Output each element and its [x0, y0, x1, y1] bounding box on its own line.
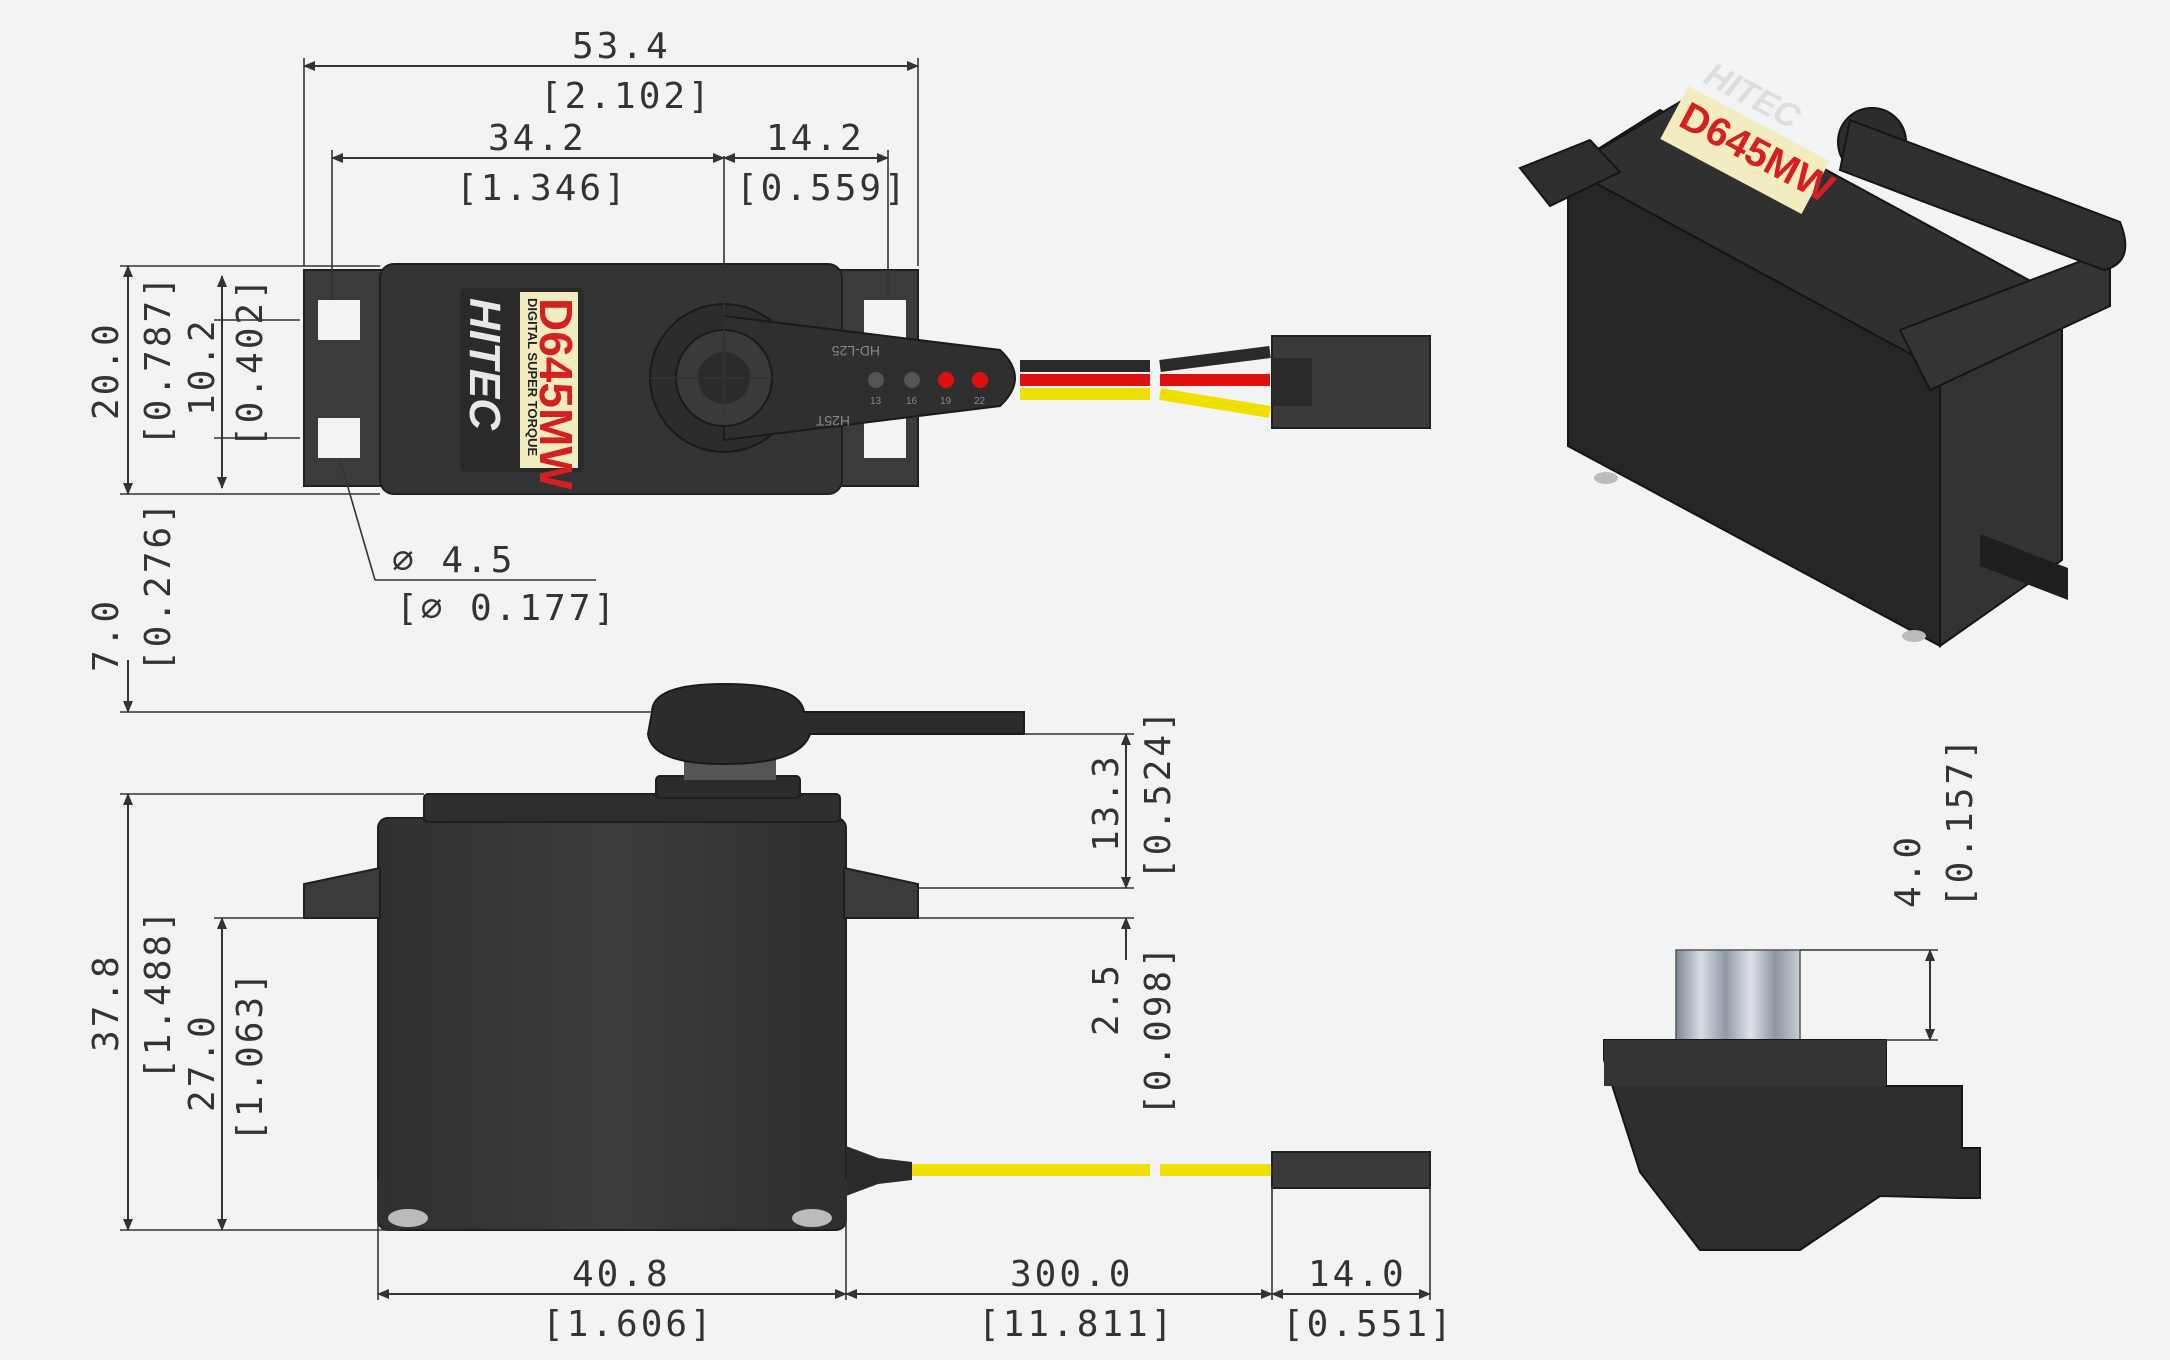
- dim-body-length-in: [1.606]: [542, 1304, 715, 1345]
- dim-body-length: 40.8: [572, 1254, 671, 1295]
- dim-shaft-to-mount: 14.2: [766, 118, 865, 159]
- horn-hole-label-13: 13: [870, 396, 882, 407]
- dim-overall-width-in: [2.102]: [540, 76, 713, 117]
- horn-hole-label-22: 22: [974, 396, 986, 407]
- dim-spline-height-in: [0.157]: [1940, 735, 1981, 908]
- dim-horn-height-in: [0.276]: [138, 499, 179, 672]
- horn-label-b: HD-L25: [832, 343, 880, 359]
- side-view-flange-left: [303, 866, 381, 919]
- horn-hole-13: [868, 372, 884, 388]
- dim-hole-spacing: 10.2: [182, 317, 223, 416]
- dim-flange-thickness: 2.5: [1086, 962, 1127, 1036]
- dim-hole-spacing-in: [0.402]: [230, 275, 271, 448]
- dim-flange-thickness-in: [0.098]: [1138, 943, 1179, 1116]
- top-view: D645MW DIGITAL SUPER TORQUE HITEC H25T H…: [303, 156, 1431, 581]
- horn-label-a: H25T: [815, 413, 850, 429]
- horn-hole-19: [938, 372, 954, 388]
- tagline-label: DIGITAL SUPER TORQUE: [525, 298, 540, 457]
- dim-spline-height: 4.0: [1888, 834, 1929, 908]
- top-view-label: D645MW DIGITAL SUPER TORQUE HITEC: [460, 288, 584, 490]
- brand-label: HITEC: [460, 298, 509, 431]
- dim-hole-dia-in: [⌀ 0.177]: [396, 588, 618, 629]
- dim-shaft-to-mount-in: [0.559]: [736, 168, 909, 209]
- spline-detail: [1603, 949, 1981, 1251]
- spline-shaft: [1675, 949, 1801, 1043]
- dim-total-height-in: [1.488]: [138, 907, 179, 1080]
- side-view: [303, 682, 1431, 1231]
- side-view-connector: [1271, 1151, 1431, 1189]
- horn-hole-label-19: 19: [940, 396, 952, 407]
- dim-overall-width: 53.4: [572, 26, 671, 67]
- dim-total-height: 37.8: [86, 953, 127, 1052]
- horn-hole-22: [972, 372, 988, 388]
- dim-flange-height: 27.0: [182, 1013, 223, 1112]
- horn-hole-label-16: 16: [906, 396, 918, 407]
- dim-flange-to-top-in: [0.524]: [1138, 707, 1179, 880]
- side-view-flange-right: [843, 866, 919, 919]
- dim-connector-length: 14.0: [1308, 1254, 1407, 1295]
- model-label: D645MW: [530, 298, 582, 490]
- iso-view: D645MW HITEC: [1518, 55, 2127, 648]
- dim-hole-dia: ⌀ 4.5: [392, 540, 515, 581]
- dim-flange-height-in: [1.063]: [230, 969, 271, 1142]
- dimensions: 53.4 [2.102] 34.2 [1.346] 14.2 [0.559] 2…: [86, 26, 1981, 1345]
- dim-mount-to-shaft-in: [1.346]: [456, 168, 629, 209]
- side-view-horn: [646, 682, 1025, 766]
- dim-wire-length-in: [11.811]: [978, 1304, 1175, 1345]
- dim-body-width-top: 20.0: [86, 321, 127, 420]
- dim-mount-to-shaft: 34.2: [488, 118, 587, 159]
- horn-hole-16: [904, 372, 920, 388]
- dim-connector-length-in: [0.551]: [1282, 1304, 1455, 1345]
- side-view-body: [377, 817, 847, 1231]
- dim-wire-length: 300.0: [1010, 1254, 1133, 1295]
- dim-body-width-top-in: [0.787]: [138, 273, 179, 446]
- dim-horn-height: 7.0: [86, 598, 127, 672]
- dim-flange-to-top: 13.3: [1086, 753, 1127, 852]
- top-view-wires: [1020, 335, 1431, 429]
